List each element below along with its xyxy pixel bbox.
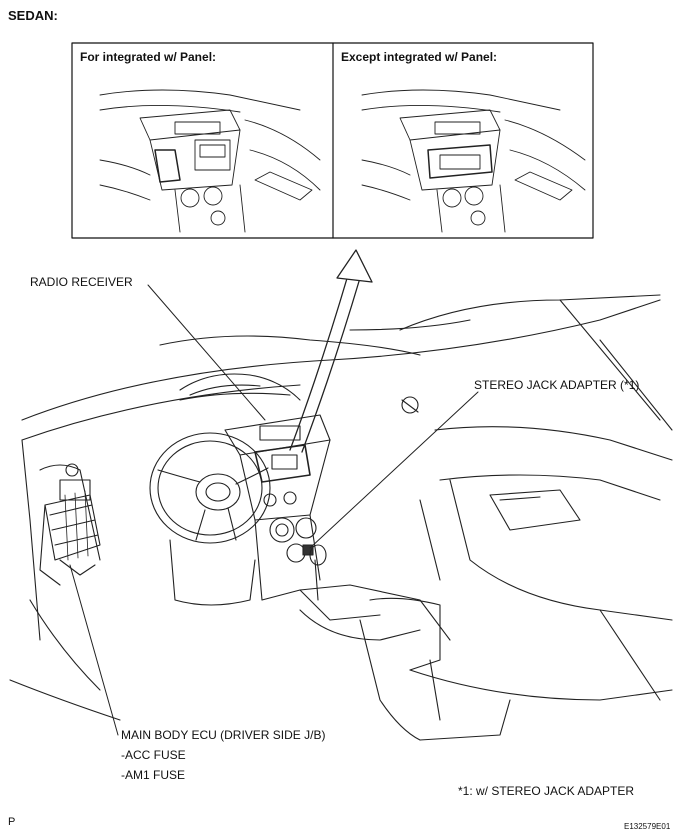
inset-right-title: Except integrated w/ Panel: [341,50,498,64]
console [261,544,511,741]
inset-left-title: For integrated w/ Panel: [80,50,217,64]
stereo-jack-adapter-label: STEREO JACK ADAPTER (*1) [474,378,640,392]
center-stack [224,414,331,601]
figure-id: E132579E01 [624,822,671,831]
main-body-ecu-label: MAIN BODY ECU (DRIVER SIDE J/B) [121,728,326,742]
page-letter: P [8,816,16,828]
cabin-outline [9,294,673,721]
section-title: SEDAN: [8,8,58,23]
inset-left-sketch [99,89,321,233]
right-door [401,396,673,701]
main-body-ecu [39,463,101,586]
acc-fuse-label: -ACC FUSE [121,748,186,762]
footnote: *1: w/ STEREO JACK ADAPTER [458,784,635,798]
radio-receiver-label: RADIO RECEIVER [30,275,133,289]
inset-right-sketch [361,89,586,233]
leader-lines [69,284,479,736]
am1-fuse-label: -AM1 FUSE [121,768,186,782]
reference-arrow [289,249,373,453]
steering-wheel [149,432,271,606]
